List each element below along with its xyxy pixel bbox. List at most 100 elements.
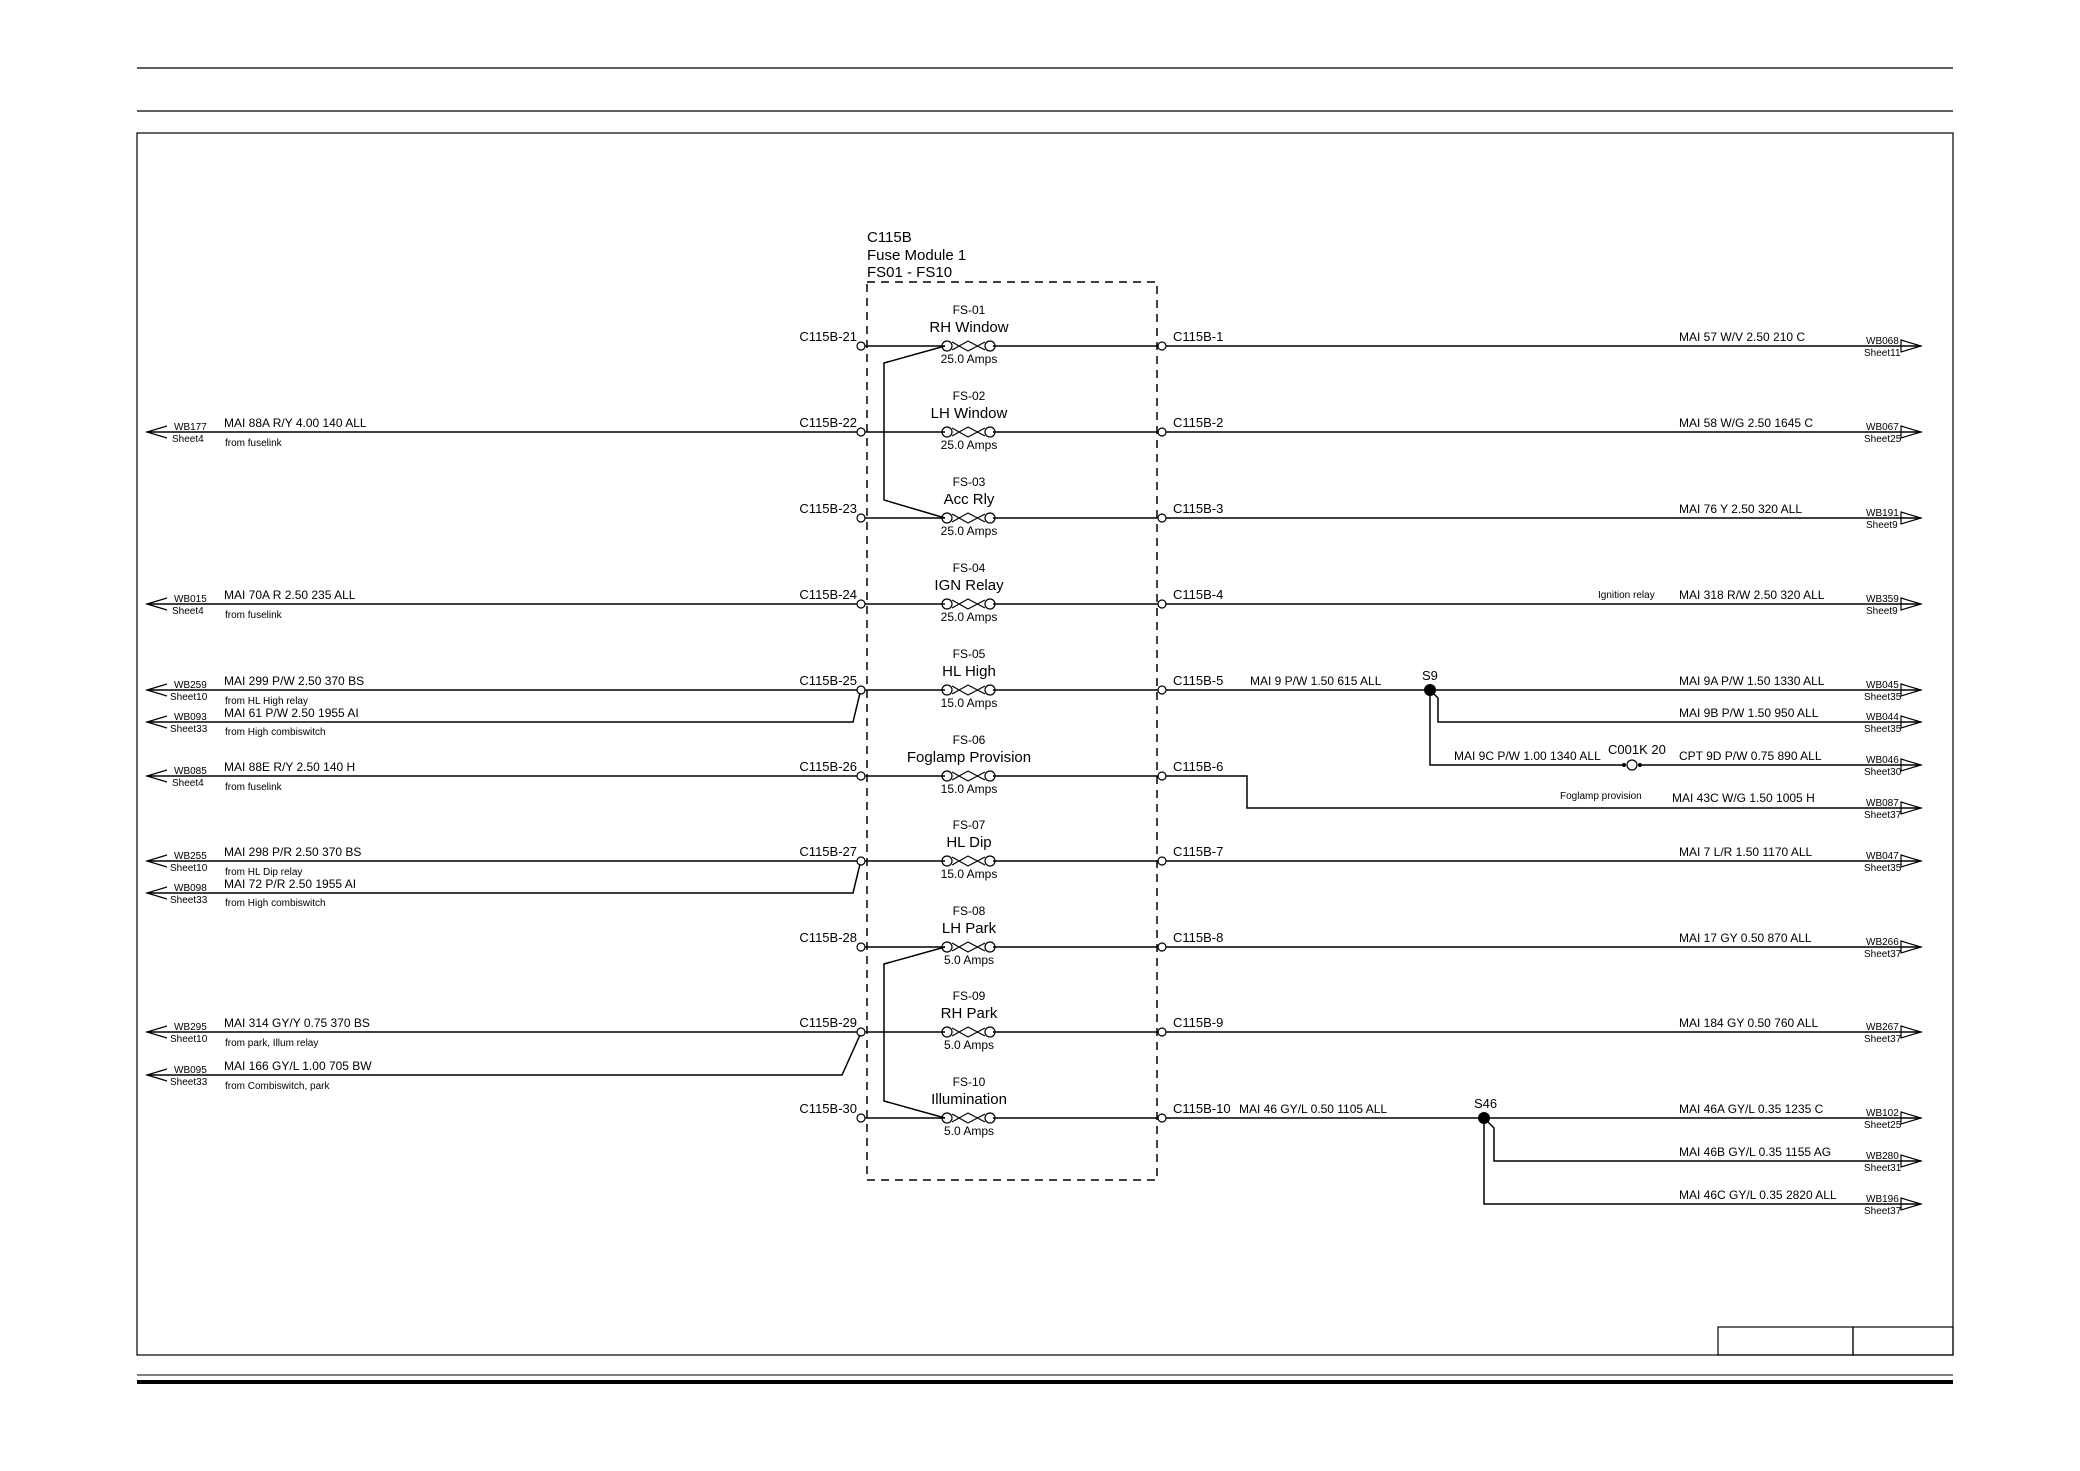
- pin-icon: [856, 341, 866, 351]
- fuse-name: RH Park: [941, 1005, 998, 1022]
- fuse-icon: [951, 340, 986, 352]
- offpage-arrow-icon: [1900, 683, 1924, 697]
- wire-label: MAI 46C GY/L 0.35 2820 ALL: [1679, 1188, 1837, 1202]
- wire-label: MAI 299 P/W 2.50 370 BS: [224, 674, 364, 688]
- splice-label: S46: [1474, 1096, 1497, 1111]
- fuse-terminal: [941, 340, 953, 352]
- wire-label: MAI 166 GY/L 1.00 705 BW: [224, 1059, 372, 1073]
- ref-label: WB068: [1866, 336, 1899, 347]
- fuse-icon: [951, 1112, 986, 1124]
- fuse-out-pin: C115B-4: [1173, 587, 1223, 602]
- sheet-label: Sheet9: [1866, 606, 1898, 617]
- ref-label: WB067: [1866, 422, 1899, 433]
- fuse-terminal: [984, 941, 996, 953]
- ref-label: WB044: [1866, 712, 1899, 723]
- fuse-icon: [951, 855, 986, 867]
- fuse-rating: 25.0 Amps: [941, 524, 998, 538]
- wire-note: from High combiswitch: [225, 898, 326, 909]
- fuse-icon: [951, 512, 986, 524]
- pin-icon: [856, 771, 866, 781]
- inline-connector-icon: [1626, 759, 1638, 771]
- offpage-arrow-icon: [144, 715, 168, 729]
- fuse-icon: [951, 598, 986, 610]
- fuse-terminal: [984, 598, 996, 610]
- fuse-row-03: FS-03 Acc Rly 25.0 Amps C115B-23 C115B-3: [799, 475, 1223, 538]
- fuse-id: FS-02: [953, 389, 986, 403]
- fuse-rating: 5.0 Amps: [944, 1124, 994, 1138]
- fuse-terminal: [941, 512, 953, 524]
- ref-label: WB266: [1866, 937, 1899, 948]
- fuse-in-pin: C115B-23: [799, 501, 857, 516]
- fuse-terminal: [941, 941, 953, 953]
- wire-label: MAI 184 GY 0.50 760 ALL: [1679, 1016, 1819, 1030]
- sheet-label: Sheet31: [1864, 1163, 1902, 1174]
- wire-label: MAI 318 R/W 2.50 320 ALL: [1679, 588, 1825, 602]
- fuse-row-10: FS-10 Illumination 5.0 Amps C115B-30 C11…: [799, 1075, 1230, 1138]
- ref-label: WB359: [1866, 594, 1899, 605]
- fuse-in-pin: C115B-28: [799, 930, 857, 945]
- wire-label: MAI 61 P/W 2.50 1955 AI: [224, 706, 359, 720]
- pin-icon: [1157, 1027, 1167, 1037]
- right-labels: MAI 57 W/V 2.50 210 C WB068 Sheet11 MAI …: [1560, 330, 1902, 1217]
- sheet-label: Sheet33: [170, 724, 208, 735]
- fuse-id: FS-04: [953, 561, 986, 575]
- fuse-terminal: [984, 770, 996, 782]
- fuse-out-pin: C115B-1: [1173, 329, 1223, 344]
- fuse-rating: 15.0 Amps: [941, 782, 998, 796]
- fuse-icon: [951, 770, 986, 782]
- fuse-terminal: [941, 684, 953, 696]
- wire-note: from park, Illum relay: [225, 1038, 318, 1049]
- inline-connector: C001K 20: [1608, 742, 1666, 771]
- splices: S9 S46: [1422, 668, 1497, 1124]
- fuse-rating: 5.0 Amps: [944, 1038, 994, 1052]
- pin-icon: [856, 1113, 866, 1123]
- fuse-id: FS-08: [953, 904, 986, 918]
- wire-note: from fuselink: [225, 610, 283, 621]
- wire-label: MAI 46 GY/L 0.50 1105 ALL: [1239, 1102, 1387, 1116]
- sheet-label: Sheet37: [1864, 949, 1902, 960]
- wire-note: from HL High relay: [225, 696, 308, 707]
- fuse-out-pin: C115B-8: [1173, 930, 1223, 945]
- fuse-id: FS-03: [953, 475, 986, 489]
- fuse-name: LH Park: [942, 920, 997, 937]
- left-labels: MAI 88A R/Y 4.00 140 ALL from fuselink W…: [170, 416, 372, 1092]
- sheet-label: Sheet30: [1864, 767, 1902, 778]
- fuse-name: Illumination: [931, 1091, 1007, 1108]
- wire-label: MAI 76 Y 2.50 320 ALL: [1679, 502, 1802, 516]
- offpage-arrow-icon: [1900, 339, 1924, 353]
- pin-icon: [856, 685, 866, 695]
- pin-icon: [856, 942, 866, 952]
- fuse-name: Acc Rly: [944, 491, 995, 508]
- wire-label: CPT 9D P/W 0.75 890 ALL: [1679, 749, 1822, 763]
- fuse-terminal: [984, 1026, 996, 1038]
- ref-label: WB095: [174, 1065, 207, 1076]
- fuse-rating: 15.0 Amps: [941, 867, 998, 881]
- module-range: FS01 - FS10: [867, 264, 952, 281]
- pin-icon: [1157, 341, 1167, 351]
- wire-note: from Combiswitch, park: [225, 1081, 330, 1092]
- offpage-arrow-icon: [144, 769, 168, 783]
- fuse-module-box: [866, 281, 1158, 1181]
- fuse-terminal: [984, 512, 996, 524]
- wire-note: from HL Dip relay: [225, 867, 302, 878]
- offpage-arrow-icon: [144, 1025, 168, 1039]
- sheet-label: Sheet4: [172, 434, 204, 445]
- offpage-arrow-icon: [1900, 425, 1924, 439]
- fuse-id: FS-10: [953, 1075, 986, 1089]
- fuse-id: FS-05: [953, 647, 986, 661]
- offpage-arrow-icon: [144, 1068, 168, 1082]
- wire-label: MAI 88A R/Y 4.00 140 ALL: [224, 416, 367, 430]
- fuse-rating: 25.0 Amps: [941, 352, 998, 366]
- module-header: C115B Fuse Module 1 FS01 - FS10: [867, 229, 966, 281]
- fuse-terminal: [984, 684, 996, 696]
- offpage-arrow-icon: [1900, 801, 1924, 815]
- fuse-name: Foglamp Provision: [907, 749, 1031, 766]
- pin-icon: [856, 427, 866, 437]
- fuse-in-pin: C115B-25: [799, 673, 857, 688]
- left-arrow-icons: [144, 425, 168, 1082]
- fuse-icon: [951, 941, 986, 953]
- ref-label: WB267: [1866, 1022, 1899, 1033]
- ref-label: WB191: [1866, 508, 1899, 519]
- fuse-rating: 5.0 Amps: [944, 953, 994, 967]
- offpage-arrow-icon: [144, 683, 168, 697]
